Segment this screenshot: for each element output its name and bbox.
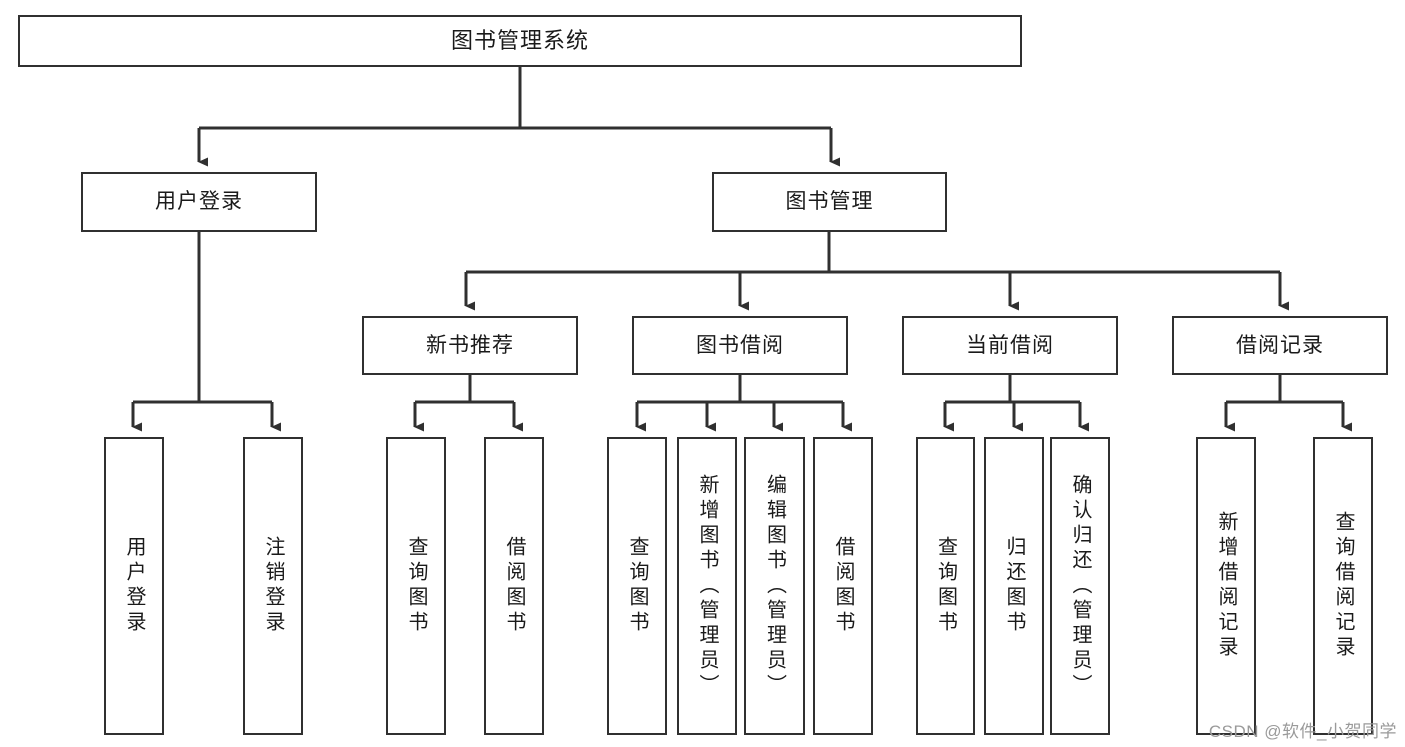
leaf-confirm-return-label: 确认归还（管理员） [1069, 473, 1091, 699]
leaf-borrow-book-1[interactable]: 借阅图书 [484, 437, 544, 735]
node-book-borrow-label: 图书借阅 [696, 333, 784, 357]
leaf-add-book[interactable]: 新增图书（管理员） [677, 437, 737, 735]
node-root-label: 图书管理系统 [450, 27, 589, 53]
leaf-confirm-return[interactable]: 确认归还（管理员） [1050, 437, 1110, 735]
leaf-user-logout[interactable]: 注销登录 [243, 437, 303, 735]
node-user-login[interactable]: 用户登录 [81, 172, 317, 232]
leaf-query-book-3-label: 查询图书 [934, 536, 957, 636]
node-book-borrow[interactable]: 图书借阅 [632, 316, 848, 375]
leaf-query-book-1[interactable]: 查询图书 [386, 437, 446, 735]
leaf-user-logout-label: 注销登录 [262, 536, 284, 636]
node-root[interactable]: 图书管理系统 [18, 15, 1022, 67]
leaf-query-book-1-label: 查询图书 [405, 536, 427, 636]
leaf-user-login-label: 用户登录 [123, 536, 145, 636]
node-borrow-record[interactable]: 借阅记录 [1172, 316, 1388, 375]
leaf-add-record[interactable]: 新增借阅记录 [1196, 437, 1256, 735]
node-borrow-record-label: 借阅记录 [1236, 333, 1324, 357]
leaf-add-book-label: 新增图书（管理员） [696, 473, 718, 699]
leaf-query-record[interactable]: 查询借阅记录 [1313, 437, 1373, 735]
leaf-edit-book[interactable]: 编辑图书（管理员） [744, 437, 805, 735]
leaf-query-book-3[interactable]: 查询图书 [916, 437, 975, 735]
watermark: CSDN @软件_小贺同学 [1208, 722, 1397, 741]
node-book-manage-label: 图书管理 [785, 190, 874, 214]
leaf-add-record-label: 新增借阅记录 [1215, 511, 1237, 661]
leaf-edit-book-label: 编辑图书（管理员） [763, 473, 786, 699]
node-current-borrow[interactable]: 当前借阅 [902, 316, 1118, 375]
leaf-query-record-label: 查询借阅记录 [1332, 511, 1354, 661]
node-user-login-label: 用户登录 [155, 190, 243, 214]
node-current-borrow-label: 当前借阅 [966, 333, 1054, 357]
leaf-user-login[interactable]: 用户登录 [104, 437, 164, 735]
leaf-borrow-book-1-label: 借阅图书 [503, 536, 525, 636]
leaf-borrow-book-2[interactable]: 借阅图书 [813, 437, 873, 735]
node-book-manage[interactable]: 图书管理 [712, 172, 947, 232]
leaf-query-book-2-label: 查询图书 [626, 536, 648, 636]
node-new-book-recommend-label: 新书推荐 [426, 333, 514, 357]
leaf-query-book-2[interactable]: 查询图书 [607, 437, 667, 735]
leaf-return-book[interactable]: 归还图书 [984, 437, 1044, 735]
leaf-return-book-label: 归还图书 [1003, 536, 1025, 636]
leaf-borrow-book-2-label: 借阅图书 [832, 536, 854, 636]
node-new-book-recommend[interactable]: 新书推荐 [362, 316, 578, 375]
